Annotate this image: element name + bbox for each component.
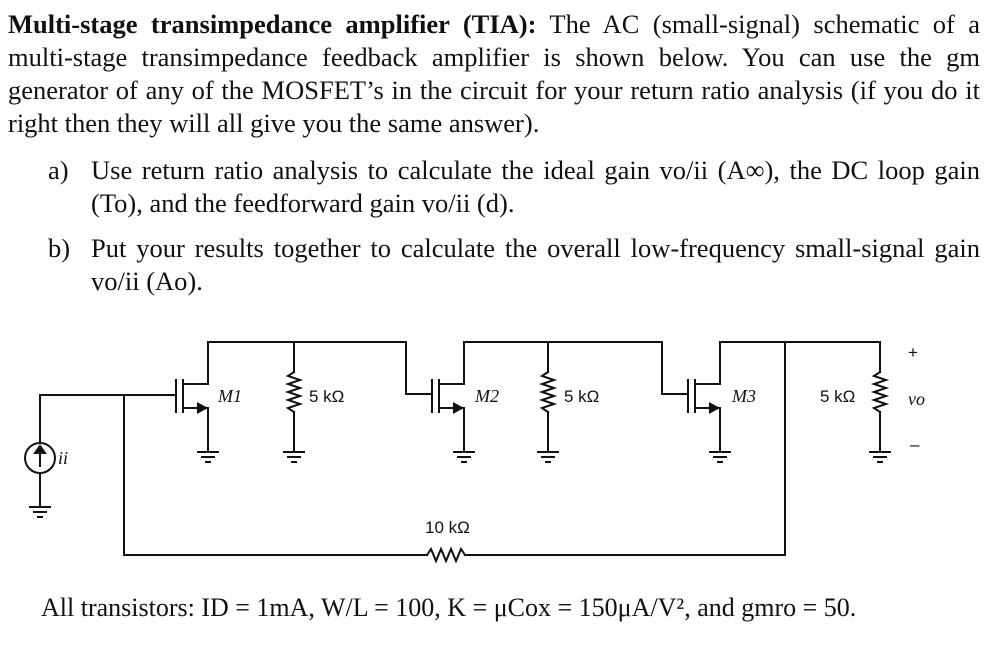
transistor-parameters: All transistors: ID = 1mA, W/L = 100, K … — [41, 593, 857, 622]
m2-label: M2 — [474, 386, 499, 406]
m1-source-arrow — [197, 402, 208, 414]
load-resistor-r3 — [784, 341, 890, 453]
problem-title: Multi-stage transimpedance amplifier (TI… — [8, 9, 537, 39]
m1-label: M1 — [217, 386, 242, 406]
ground-symbol — [709, 451, 731, 463]
feedback-network — [123, 341, 786, 564]
problem-intro: The AC (small-signal) schematic of a mul… — [8, 9, 980, 138]
part-a-text: Use return ratio analysis to calculate t… — [91, 155, 980, 218]
r2-label: 5 kΩ — [564, 387, 599, 406]
problem-intro-paragraph: Multi-stage transimpedance amplifier (TI… — [8, 8, 980, 140]
r1-label: 5 kΩ — [309, 387, 344, 406]
part-a-label: a) — [48, 155, 69, 185]
r3-label: 5 kΩ — [820, 387, 855, 406]
input-current-label: ii — [58, 448, 68, 468]
problem-statement: Multi-stage transimpedance amplifier (TI… — [8, 8, 980, 298]
transistor-m3 — [687, 341, 786, 453]
output-minus-label: – — [910, 435, 920, 454]
output-voltage-label: vo — [908, 389, 925, 409]
load-resistor-r1 — [284, 341, 433, 453]
m3-source-arrow — [709, 402, 720, 414]
ground-symbol — [197, 451, 219, 463]
output-plus-label: + — [908, 343, 918, 362]
feedback-resistor-label: 10 kΩ — [425, 518, 470, 537]
transistor-m1 — [175, 341, 295, 453]
part-b-text: Put your results together to calculate t… — [91, 233, 980, 296]
part-b: b) Put your results together to calculat… — [8, 232, 980, 298]
part-b-label: b) — [48, 233, 71, 263]
m2-source-arrow — [453, 402, 464, 414]
ground-symbol — [453, 451, 475, 463]
load-resistor-r2 — [538, 341, 689, 453]
m3-label: M3 — [731, 386, 756, 406]
input-current-source — [24, 394, 177, 556]
ground-symbol — [283, 451, 305, 463]
part-a: a) Use return ratio analysis to calculat… — [8, 154, 980, 220]
ground-symbol — [29, 506, 51, 518]
ground-symbol — [537, 451, 559, 463]
ground-symbol — [869, 451, 891, 463]
